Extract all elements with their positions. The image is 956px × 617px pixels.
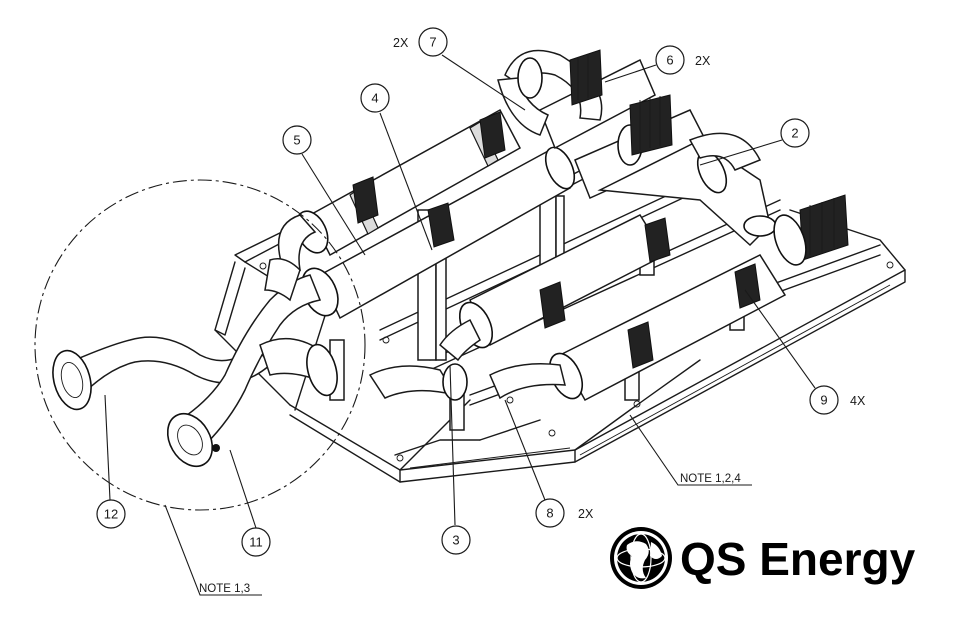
balloon-label: 5: [293, 133, 300, 148]
detail-view: [34, 179, 366, 511]
balloon-qty: 2X: [578, 507, 594, 521]
balloon-item-6[interactable]: [655, 45, 685, 75]
balloon-label: 11: [249, 535, 263, 550]
balloon-item-9[interactable]: [809, 385, 839, 415]
balloon-item-2[interactable]: [780, 118, 810, 148]
logo-text: QS Energy: [680, 533, 916, 585]
notes: NOTE 1,2,4 NOTE 1,3: [164, 414, 752, 596]
balloon-item-12[interactable]: [96, 499, 126, 529]
note-1-2-4: NOTE 1,2,4: [680, 473, 741, 485]
note-1-3: NOTE 1,3: [199, 583, 250, 595]
balloon-qty: 2X: [393, 36, 409, 50]
balloon-label: 6: [666, 53, 673, 68]
balloon-label: 2: [791, 126, 798, 141]
balloon-label: 3: [452, 533, 459, 548]
balloon-qty: 4X: [850, 394, 866, 408]
balloon-qty: 2X: [695, 54, 711, 68]
upper-pipe-row: [277, 49, 849, 320]
globe-icon: [610, 527, 672, 589]
balloon-label: 9: [820, 393, 827, 408]
balloon-label: 7: [429, 35, 436, 50]
balloon-item-11[interactable]: [241, 527, 271, 557]
detail-circle: [34, 179, 366, 511]
balloon-item-7[interactable]: [418, 27, 448, 57]
balloon-item-3[interactable]: [441, 525, 471, 555]
balloon-item-5[interactable]: [282, 125, 312, 155]
balloon-label: 8: [546, 506, 553, 521]
balloon-item-4[interactable]: [360, 83, 390, 113]
balloon-callouts: 2 3 4 5 6 2X 7 2X 8 2X 9 4X: [96, 27, 866, 557]
qs-energy-logo: QS Energy: [610, 527, 916, 589]
balloon-label: 4: [371, 91, 378, 106]
lower-pipe-row: [368, 214, 787, 402]
balloon-label: 12: [104, 507, 118, 522]
balloon-item-8[interactable]: [535, 498, 565, 528]
actuator-stand: [569, 49, 849, 261]
